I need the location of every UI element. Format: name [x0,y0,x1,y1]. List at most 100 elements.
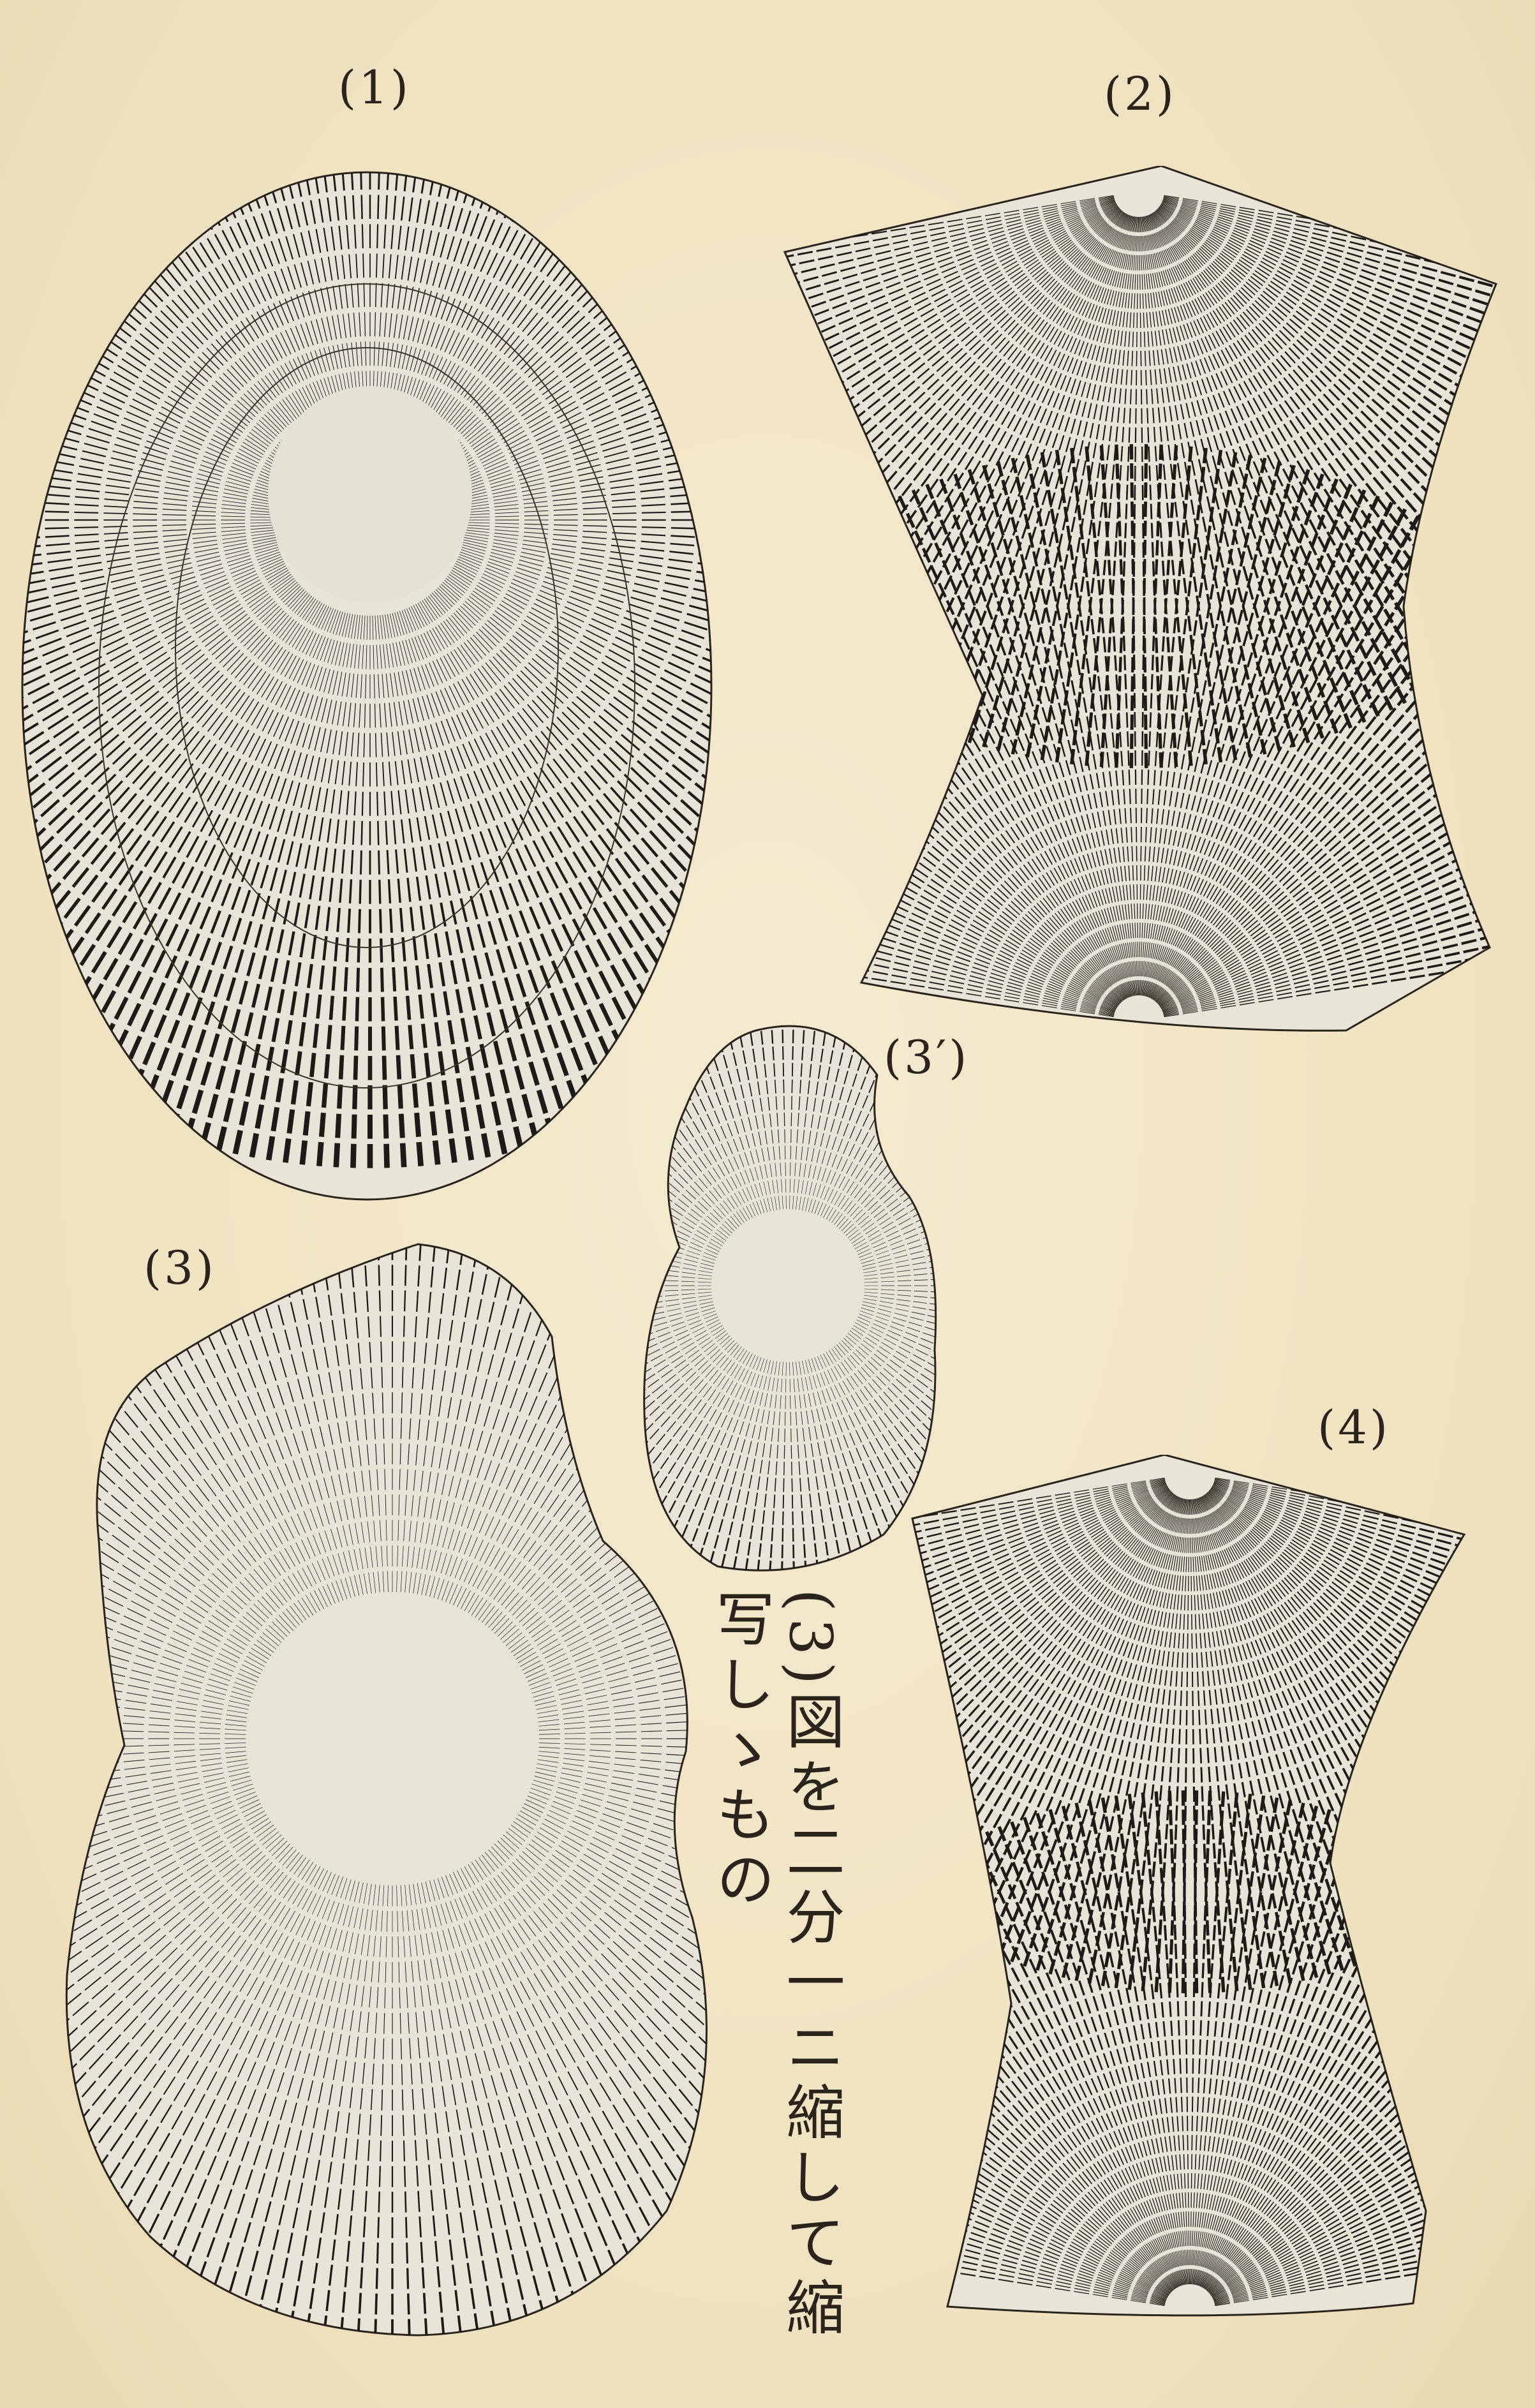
hatch-stroke [686,337,708,348]
hatch-stroke [23,447,47,452]
hatch-stroke [91,176,107,195]
hatch-stroke [13,792,15,807]
hatch-stroke [508,165,517,188]
hatch-stroke [670,169,686,187]
hatch-stroke [362,224,363,248]
hatch-stroke [1480,273,1495,277]
hatch-stroke [133,256,149,274]
hatch-stroke [13,313,33,325]
hatch-stroke [318,995,320,1019]
hatch-stroke [20,1010,33,1030]
hatch-stroke [644,271,662,286]
hatch-stroke [720,604,721,610]
hatch-stroke [463,163,470,172]
hatch-stroke [50,368,71,378]
hatch-stroke [119,192,133,211]
hatch-stroke [444,1080,447,1104]
figure-2-label: (2) [1104,67,1176,121]
hatch-stroke [1482,264,1497,267]
hatch-stroke [1467,243,1482,246]
hatch-stroke [687,419,710,426]
hatch-stroke [113,235,129,253]
hatch-stroke [715,269,721,283]
hatch-stroke [144,209,158,229]
hatch-stroke [582,174,595,194]
hatch-stroke [695,355,716,365]
hatch-stroke [711,214,721,230]
hatch-stroke [616,163,630,181]
hatch-stroke [13,401,28,409]
hatch-stroke [707,313,721,325]
hatch-stroke [612,513,637,514]
hatch-stroke [1410,234,1425,237]
hatch-stroke [13,279,19,292]
hatch-stroke [674,216,691,232]
hatch-stroke [627,297,646,312]
hatch-stroke [679,269,698,283]
hatch-stroke [154,239,169,258]
hatch-stroke [395,997,396,1021]
hatch-stroke [377,792,378,816]
hatch-stroke [63,244,81,260]
hatch-stroke [15,373,38,383]
hatch-stroke [344,997,345,1021]
hatch-stroke [1465,252,1480,255]
hatch-stroke [362,792,363,816]
hatch-stroke [15,896,31,914]
hatch-stroke [582,209,596,229]
hatch-stroke [645,228,662,245]
hatch-stroke [699,866,715,884]
hatch-stroke [621,290,640,306]
hatch-stroke [697,295,717,308]
hatch-stroke [27,428,50,435]
hatch-stroke [24,977,38,997]
hatch-stroke [33,1019,47,1039]
hatch-stroke [718,420,721,427]
hatch-stroke [383,1027,384,1051]
hatch-stroke [676,384,698,394]
hatch-stroke [38,328,59,340]
hatch-stroke [685,410,708,418]
hatch-stroke [83,311,103,325]
hatch-stroke [89,1050,100,1071]
hatch-stroke [13,604,20,610]
hatch-stroke [717,332,722,343]
hatch-stroke [19,474,42,477]
hatch-stroke [27,195,45,212]
hatch-stroke [47,1027,59,1048]
hatch-stroke [300,163,304,166]
hatch-stroke [170,1113,177,1136]
hatch-stroke [152,204,166,223]
hatch-stroke [674,962,687,981]
hatch-stroke [34,163,50,165]
hatch-stroke [679,393,701,402]
hatch-stroke [343,1026,344,1050]
hatch-stroke [709,896,721,914]
hatch-stroke [405,967,407,991]
hatch-stroke [78,319,98,332]
hatch-stroke [13,586,16,590]
hatch-stroke [46,376,68,385]
hatch-stroke [196,178,207,200]
hatch-stroke [13,392,31,400]
hatch-stroke [659,244,677,260]
hatch-stroke [691,286,711,299]
hatch-stroke [1498,385,1499,392]
hatch-stroke [584,250,600,269]
hatch-stroke [399,1085,401,1109]
hatch-stroke [36,914,52,932]
hatch-stroke [394,967,395,992]
hatch-stroke [290,163,295,168]
hatch-stroke [512,200,523,221]
hatch-stroke [30,419,53,426]
hatch-stroke [62,1002,75,1022]
hatch-stroke [379,166,380,190]
hatch-stroke [712,631,721,639]
hatch-stroke [716,849,721,865]
hatch-stroke [83,184,99,202]
hatch-stroke [591,256,607,274]
hatch-stroke [589,216,604,235]
hatch-stroke [25,866,41,884]
hatch-stroke [505,196,514,218]
